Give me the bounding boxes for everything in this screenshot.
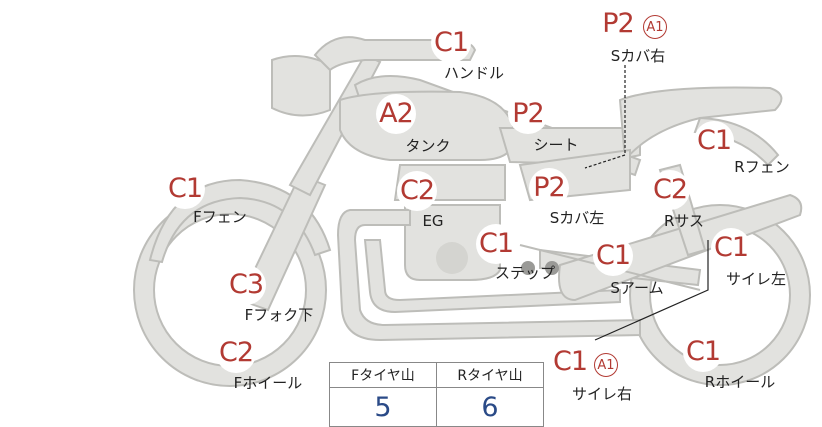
rear-cowl-shape [618, 86, 783, 163]
exhaust-shape [336, 209, 641, 342]
grade-badge: P2 [508, 94, 548, 134]
grade-badge: P2 [598, 4, 638, 44]
grade-badge: C1 [165, 169, 205, 209]
part-name: Fフォク下 [244, 306, 314, 324]
grade-badge: C1 [711, 228, 751, 268]
tire-tread-table: Fタイヤ山 Rタイヤ山 5 6 [329, 362, 544, 427]
grade-badge: C1 [476, 224, 516, 264]
sub-grade-badge: A1 [594, 353, 618, 377]
rear-wheel-shape [630, 205, 810, 385]
grade-badge: C1 [593, 236, 633, 276]
grade-badge: C2 [397, 171, 437, 211]
sub-grade-badge: A1 [643, 15, 667, 39]
rear-tread-header: Rタイヤ山 [436, 362, 544, 388]
grade-badge: A2 [376, 94, 416, 134]
front-tread-header: Fタイヤ山 [329, 362, 437, 388]
front-wheel-shape [134, 194, 326, 386]
part-name: Sカバ左 [549, 209, 605, 227]
part-name: Fフェン [193, 208, 247, 226]
grade-badge: C1 [431, 23, 471, 63]
grade-badge: C3 [226, 265, 266, 305]
part-name: Rホイール [704, 373, 776, 391]
grade-badge: C1 [683, 332, 723, 372]
part-name: Sカバ右 [610, 47, 666, 65]
part-name: サイレ左 [725, 270, 787, 288]
leader-line-muffler-right [594, 240, 709, 341]
part-name: Rフェン [734, 158, 790, 176]
headlight-shape [271, 55, 331, 117]
grade-badge: C2 [650, 170, 690, 210]
part-name: EG [422, 212, 444, 230]
part-name: タンク [405, 137, 451, 155]
part-name: Rサス [663, 212, 705, 230]
grade-badge: C1 [694, 121, 734, 161]
part-name: シート [533, 136, 579, 154]
rear-tread-value: 6 [436, 387, 544, 427]
part-name: サイレ右 [571, 385, 633, 403]
grade-badge: C2 [216, 333, 256, 373]
leader-line-scover-right [584, 65, 626, 169]
part-name: ステップ [494, 264, 556, 282]
part-name: Sアーム [610, 279, 664, 297]
front-tread-value: 5 [329, 387, 437, 427]
part-name: ハンドル [443, 64, 505, 82]
part-name: Fホイール [233, 374, 303, 392]
grade-badge: C1 [550, 342, 590, 382]
grade-badge: P2 [529, 168, 569, 208]
